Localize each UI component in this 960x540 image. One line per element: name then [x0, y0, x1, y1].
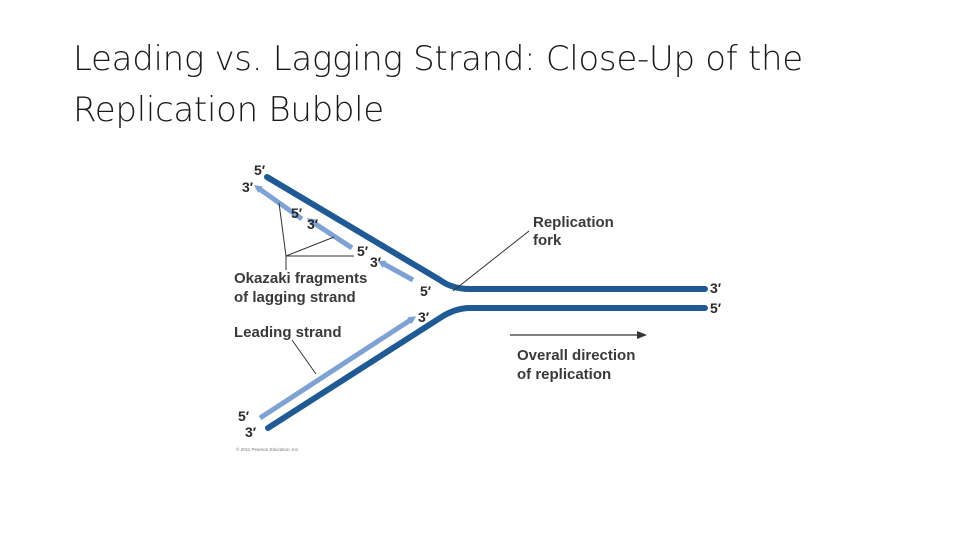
slide-title-line-2: Replication Bubble: [73, 90, 384, 130]
slide-title-line-1: Leading vs. Lagging Strand: Close-Up of …: [73, 39, 803, 79]
replication-fork-label-line-2: fork: [533, 232, 562, 249]
replication-fork-leader-line: [452, 230, 530, 292]
leading-strand: [258, 316, 417, 421]
okazaki-label-line-1: Okazaki fragments: [234, 270, 367, 287]
bottom-left-5-prime: 5′: [238, 408, 250, 424]
okazaki-2-3-prime: 3′: [370, 254, 382, 270]
top-left-3-prime: 3′: [242, 179, 254, 195]
direction-label-line-2: of replication: [517, 366, 611, 383]
replication-fork-label-line-1: Replication: [533, 214, 614, 231]
slide-title: Leading vs. Lagging Strand: Close-Up of …: [73, 34, 893, 136]
okazaki-label-line-2: of lagging strand: [234, 289, 356, 306]
okazaki-3-5-prime: 5′: [420, 283, 432, 299]
okazaki-fragment-1: [253, 185, 304, 222]
okazaki-fragment-3: [377, 260, 415, 283]
leading-tip-3-prime: 3′: [418, 309, 430, 325]
bottom-parental-strand: [265, 305, 708, 431]
okazaki-2-5-prime: 5′: [357, 243, 369, 259]
copyright-credit: © 2011 Pearson Education, Inc.: [236, 446, 299, 452]
right-top-3-prime: 3′: [710, 280, 722, 296]
top-parental-5-prime: 5′: [254, 162, 266, 178]
top-parental-strand: [264, 174, 708, 292]
leading-strand-label: Leading strand: [234, 324, 342, 341]
okazaki-1-3-prime: 3′: [307, 216, 319, 232]
right-bottom-5-prime: 5′: [710, 300, 722, 316]
direction-label-line-1: Overall direction: [517, 347, 635, 364]
okazaki-leader-line-1: [278, 202, 287, 257]
okazaki-fragment-2: [306, 218, 354, 251]
okazaki-leader-line-2: [285, 236, 335, 257]
leading-strand-leader-line: [291, 339, 317, 375]
bottom-left-3-prime: 3′: [245, 424, 257, 440]
okazaki-1-5-prime: 5′: [291, 205, 303, 221]
